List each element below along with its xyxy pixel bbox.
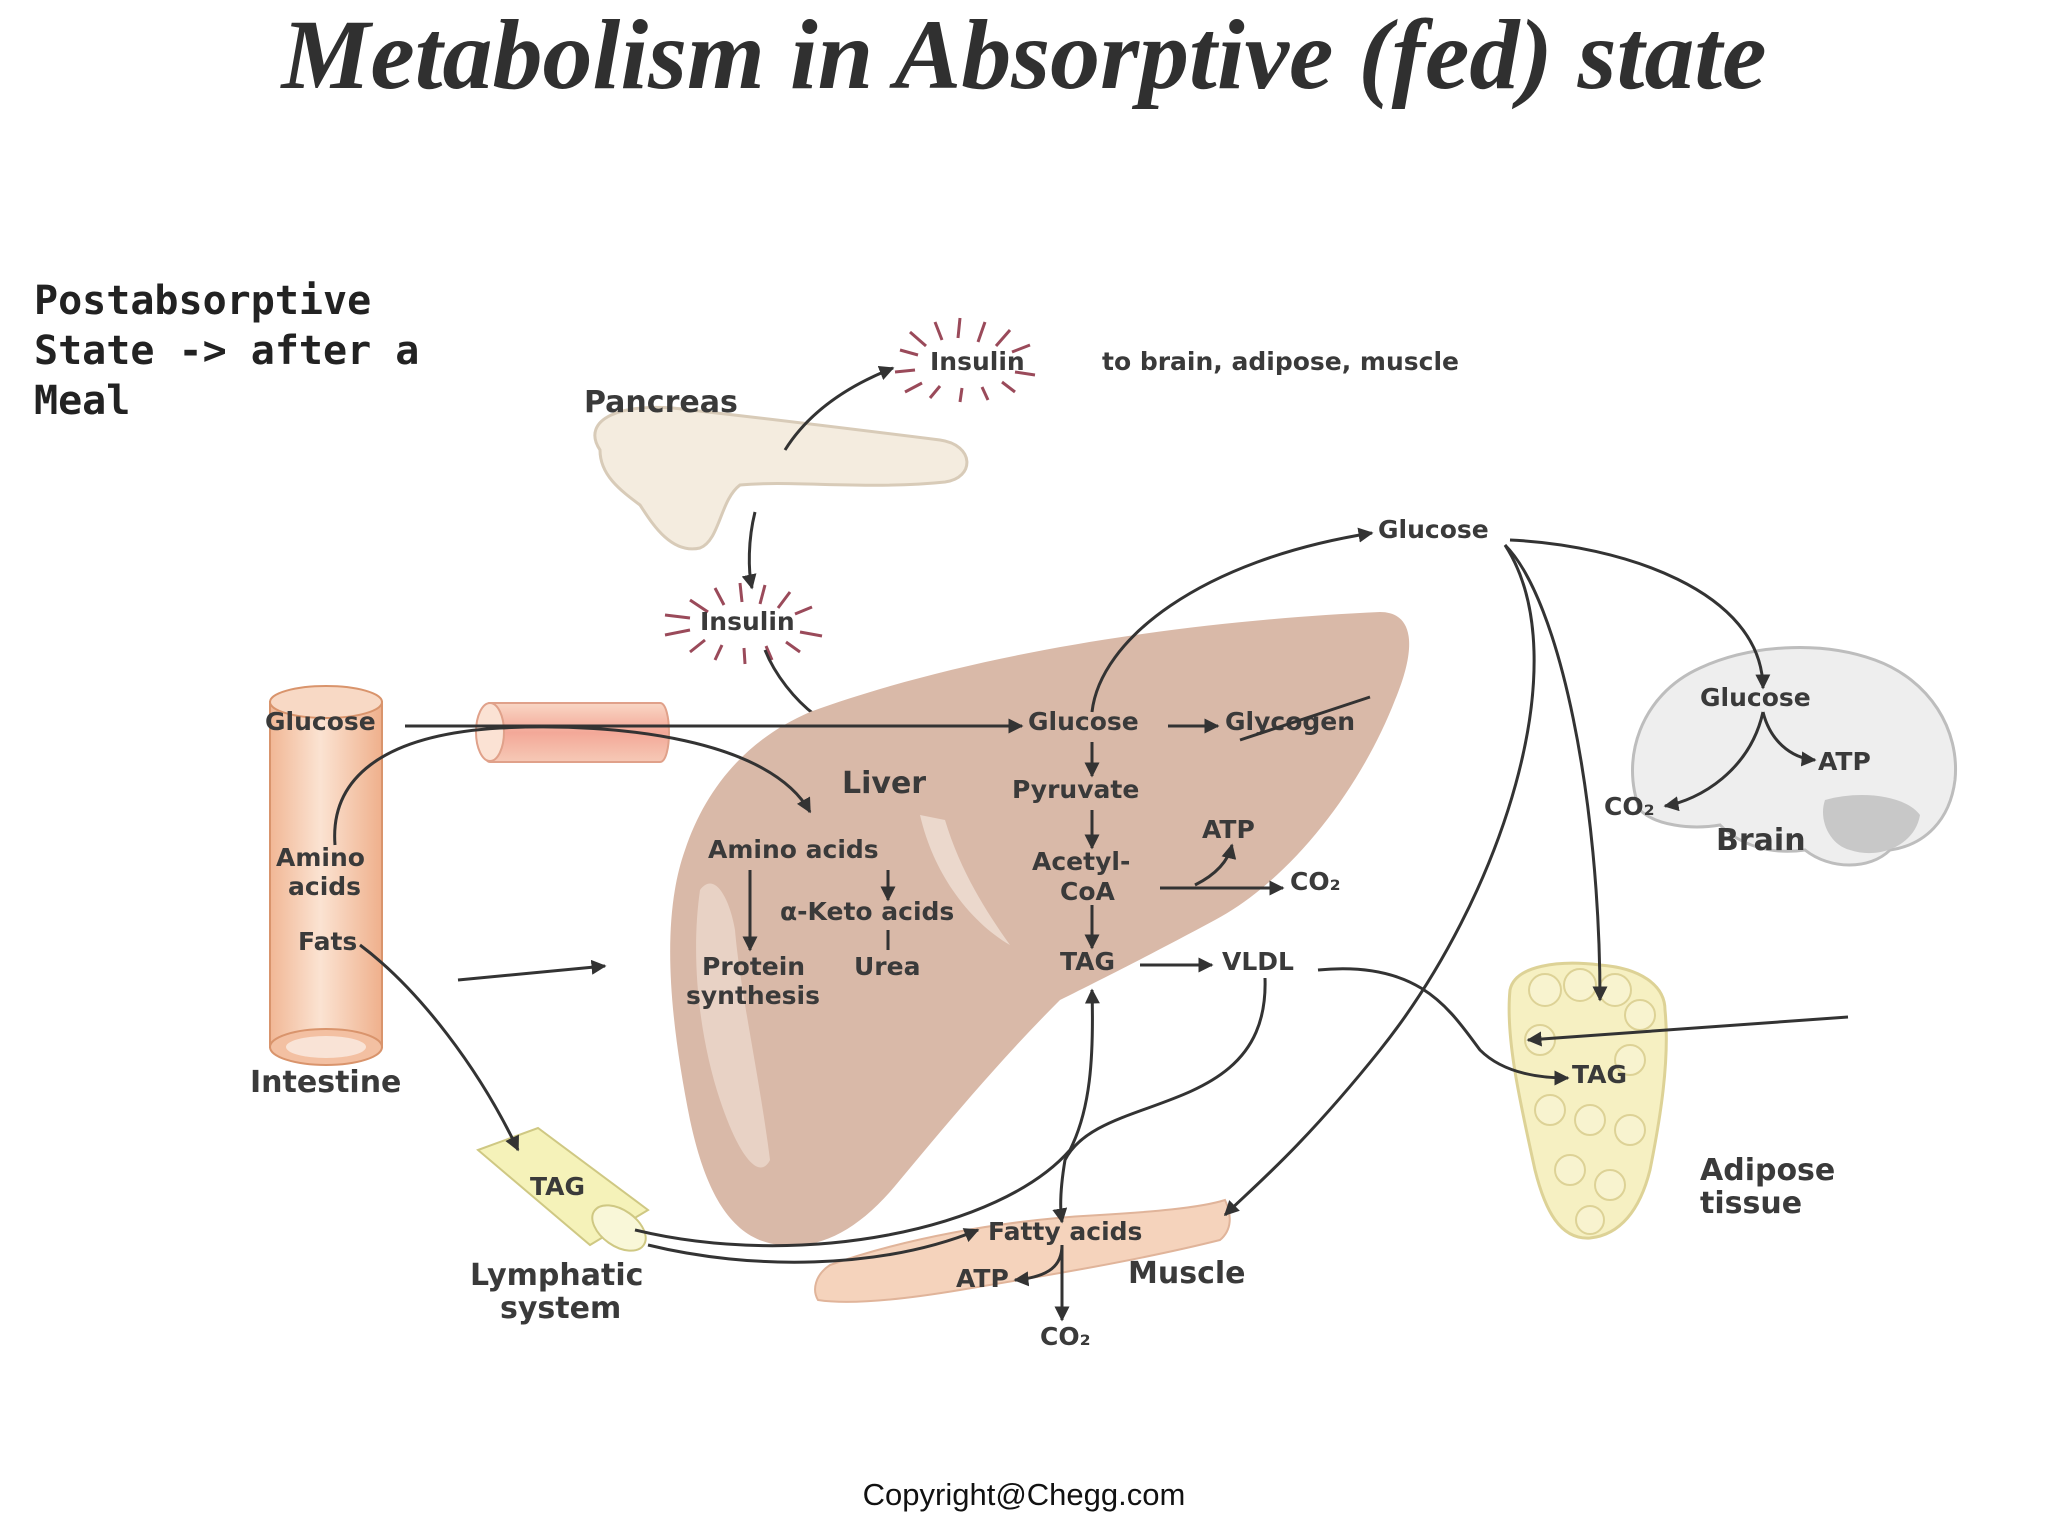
adipose-label-1: Adipose (1700, 1153, 1835, 1188)
glycogen-label: Glycogen (1225, 707, 1355, 736)
liver-shape (670, 612, 1410, 1246)
blood-glucose-to-brain-arrow (1509, 538, 1771, 690)
insulin-top-label: Insulin (930, 347, 1025, 376)
acetyl-coa-label-1: Acetyl- (1032, 847, 1130, 876)
acetyl-coa-label-2: CoA (1060, 877, 1116, 906)
pyruvate-label: Pyruvate (1012, 775, 1139, 804)
fatty-acids-label: Fatty acids (988, 1217, 1142, 1246)
muscle-label: Muscle (1128, 1256, 1245, 1291)
brain-co2-label: CO₂ (1604, 792, 1655, 821)
lymphatic-shape (476, 1126, 650, 1252)
adipose-shape (1507, 961, 1668, 1240)
caption-line: State -> after a (34, 328, 420, 374)
brain-glucose-to-co2-arrow (1663, 711, 1765, 812)
liver-glucose-label: Glucose (1028, 707, 1139, 736)
amino-acids-to-liver-arrow (333, 725, 812, 846)
insulin-burst-top (894, 317, 1036, 403)
keto-acids-label: α-Keto acids (780, 897, 954, 926)
blood-glucose-label: Glucose (1378, 515, 1489, 544)
fats-to-lymph-arrow (359, 943, 520, 1152)
protein-synthesis-label-1: Protein (702, 952, 805, 981)
state-caption: Postabsorptive State -> after a Meal (34, 276, 419, 426)
intestine-to-liver-arrow (457, 959, 607, 982)
adipose-label-2: tissue (1700, 1186, 1802, 1221)
intestine-bottom-inner (286, 1036, 366, 1058)
intestine-top-end (269, 685, 383, 719)
lymphatic-label-2: system (500, 1291, 621, 1326)
insulin-targets-label: to brain, adipose, muscle (1102, 347, 1459, 376)
urea-label: Urea (854, 952, 920, 981)
vldl-to-fatty-acids-arrow (1052, 977, 1267, 1224)
muscle-atp-label: ATP (956, 1264, 1009, 1293)
brain-atp-label: ATP (1818, 747, 1871, 776)
adipose-inward-arrow (1526, 1015, 1849, 1047)
intestine-label: Intestine (250, 1065, 401, 1100)
glycogen-slash (1239, 695, 1371, 742)
caption-line: Meal (34, 378, 131, 424)
lymph-to-liver-tag-arrow (634, 988, 1100, 1248)
brain-glucose-label: Glucose (1700, 683, 1811, 712)
lymph-to-fatty-acids-arrow (647, 1228, 980, 1264)
adipose-tag-label: TAG (1572, 1060, 1627, 1089)
liver-amino-acids-label: Amino acids (708, 835, 879, 864)
pancreas-shape (593, 405, 969, 551)
vldl-label: VLDL (1222, 947, 1294, 976)
caption-line: Postabsorptive (34, 278, 372, 324)
intestine-tube (269, 701, 383, 1048)
liver-highlight (696, 883, 770, 1168)
vldl-to-adipose-arrow (1317, 967, 1570, 1086)
copyright-notice: Copyright@Chegg.com (862, 1477, 1186, 1512)
muscle-shape (814, 1198, 1231, 1303)
pancreas-to-insulin-lower-arrow (741, 511, 757, 590)
liver-label: Liver (842, 766, 926, 801)
liver-co2-label: CO₂ (1290, 867, 1341, 896)
insulin-burst-lower (664, 582, 823, 665)
lymph-tag-label: TAG (530, 1172, 585, 1201)
blood-vessel-end (475, 702, 505, 762)
intestine-fats-label: Fats (298, 927, 357, 956)
brain-cerebellum (1822, 795, 1920, 854)
slide-title: Metabolism in Absorptive (fed) state (281, 0, 1767, 110)
pancreas-label: Pancreas (584, 385, 738, 420)
insulin-to-liver-arrow (763, 649, 816, 717)
intestine-amino-label-1: Amino (276, 843, 365, 872)
blood-glucose-to-adipose-arrow (1503, 543, 1608, 1002)
intestine-glucose-label: Glucose (265, 707, 376, 736)
liver-tag-label: TAG (1060, 947, 1115, 976)
pancreas-to-insulin-top-arrow (783, 365, 895, 451)
liver-glucose-to-blood-arrow (1090, 527, 1374, 713)
brain-glucose-to-atp-arrow (1761, 711, 1817, 767)
liver-fold (920, 815, 1010, 945)
intestine-amino-label-2: acids (288, 872, 361, 901)
muscle-co2-label: CO₂ (1040, 1322, 1091, 1351)
protein-synthesis-label-2: synthesis (686, 981, 820, 1010)
blood-glucose-to-muscle-arrow (1223, 544, 1536, 1217)
insulin-lower-label: Insulin (700, 607, 795, 636)
liver-atp-label: ATP (1202, 815, 1255, 844)
brain-label: Brain (1716, 823, 1806, 858)
atp-curve-arrow (1194, 843, 1237, 887)
lymphatic-label-1: Lymphatic (470, 1258, 643, 1293)
